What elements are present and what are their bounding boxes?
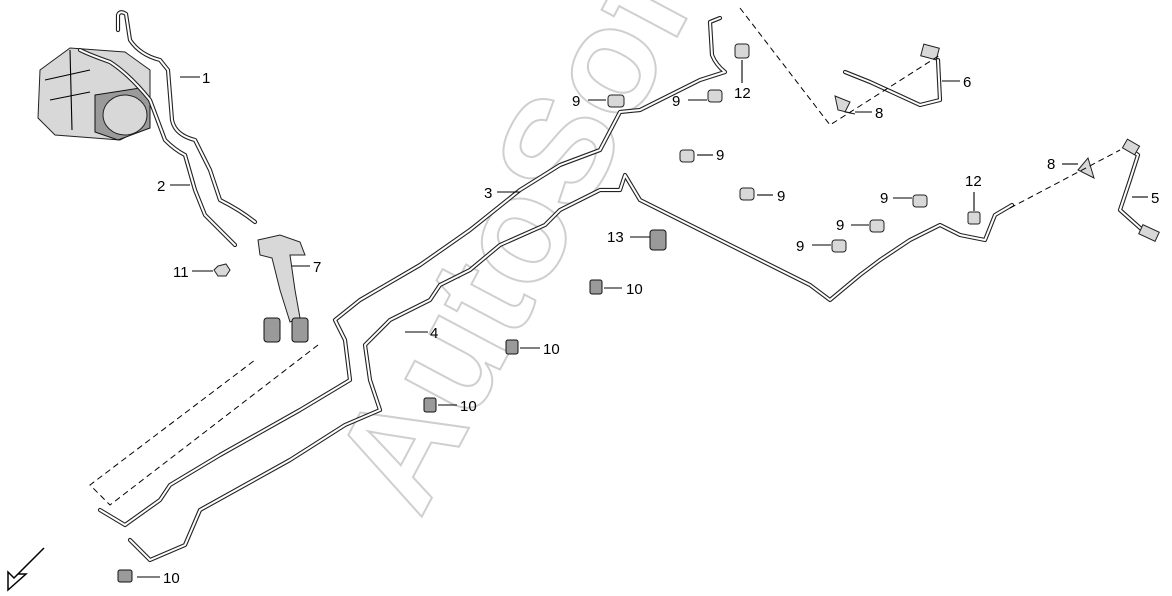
callout-9-c: 9 [716, 147, 724, 164]
clip-13 [649, 229, 667, 251]
brake-pipe-1 [115, 10, 258, 225]
callout-3: 3 [484, 185, 492, 202]
bracket-7 [257, 234, 309, 343]
callout-4: 4 [430, 325, 438, 342]
leader-lines [137, 60, 1148, 578]
clip-10 [117, 279, 603, 583]
callout-10-d: 10 [163, 570, 180, 587]
callout-2: 2 [157, 178, 165, 195]
abs-modulator-unit [37, 47, 151, 141]
callout-8-a: 8 [875, 105, 883, 122]
callout-10-b: 10 [543, 341, 560, 358]
direction-arrow-icon [7, 547, 45, 592]
callout-7: 7 [313, 259, 321, 276]
brake-pipe-4 [127, 172, 1015, 563]
callout-12-b: 12 [965, 173, 982, 190]
guide-lines [89, 7, 1121, 506]
callout-9-f: 9 [836, 217, 844, 234]
nut-11 [213, 263, 231, 277]
clip-8-a [834, 95, 856, 115]
callout-1: 1 [202, 70, 210, 87]
brake-hose-5 [1117, 138, 1160, 242]
brake-pipe-3 [97, 15, 728, 528]
callout-9-a: 9 [572, 93, 580, 110]
callout-9-e: 9 [880, 190, 888, 207]
callout-11: 11 [173, 264, 189, 281]
brake-pipe-2 [77, 47, 238, 248]
brake-hose-6 [842, 43, 943, 108]
callout-10-a: 10 [626, 281, 643, 298]
callout-5: 5 [1151, 190, 1159, 207]
watermark: AutoSoft [300, 0, 746, 535]
callout-13: 13 [607, 229, 624, 246]
nut-12 [734, 43, 981, 225]
callout-8-b: 8 [1047, 156, 1055, 173]
callout-9-g: 9 [796, 238, 804, 255]
callout-12-a: 12 [734, 85, 751, 102]
clamp-9 [607, 89, 928, 253]
callout-10-c: 10 [460, 398, 477, 415]
callout-labels: 1 2 3 4 5 6 7 8 8 9 9 9 9 9 9 9 10 10 10… [157, 70, 1159, 587]
callout-9-b: 9 [672, 93, 680, 110]
callout-9-d: 9 [777, 188, 785, 205]
callout-6: 6 [963, 74, 971, 91]
